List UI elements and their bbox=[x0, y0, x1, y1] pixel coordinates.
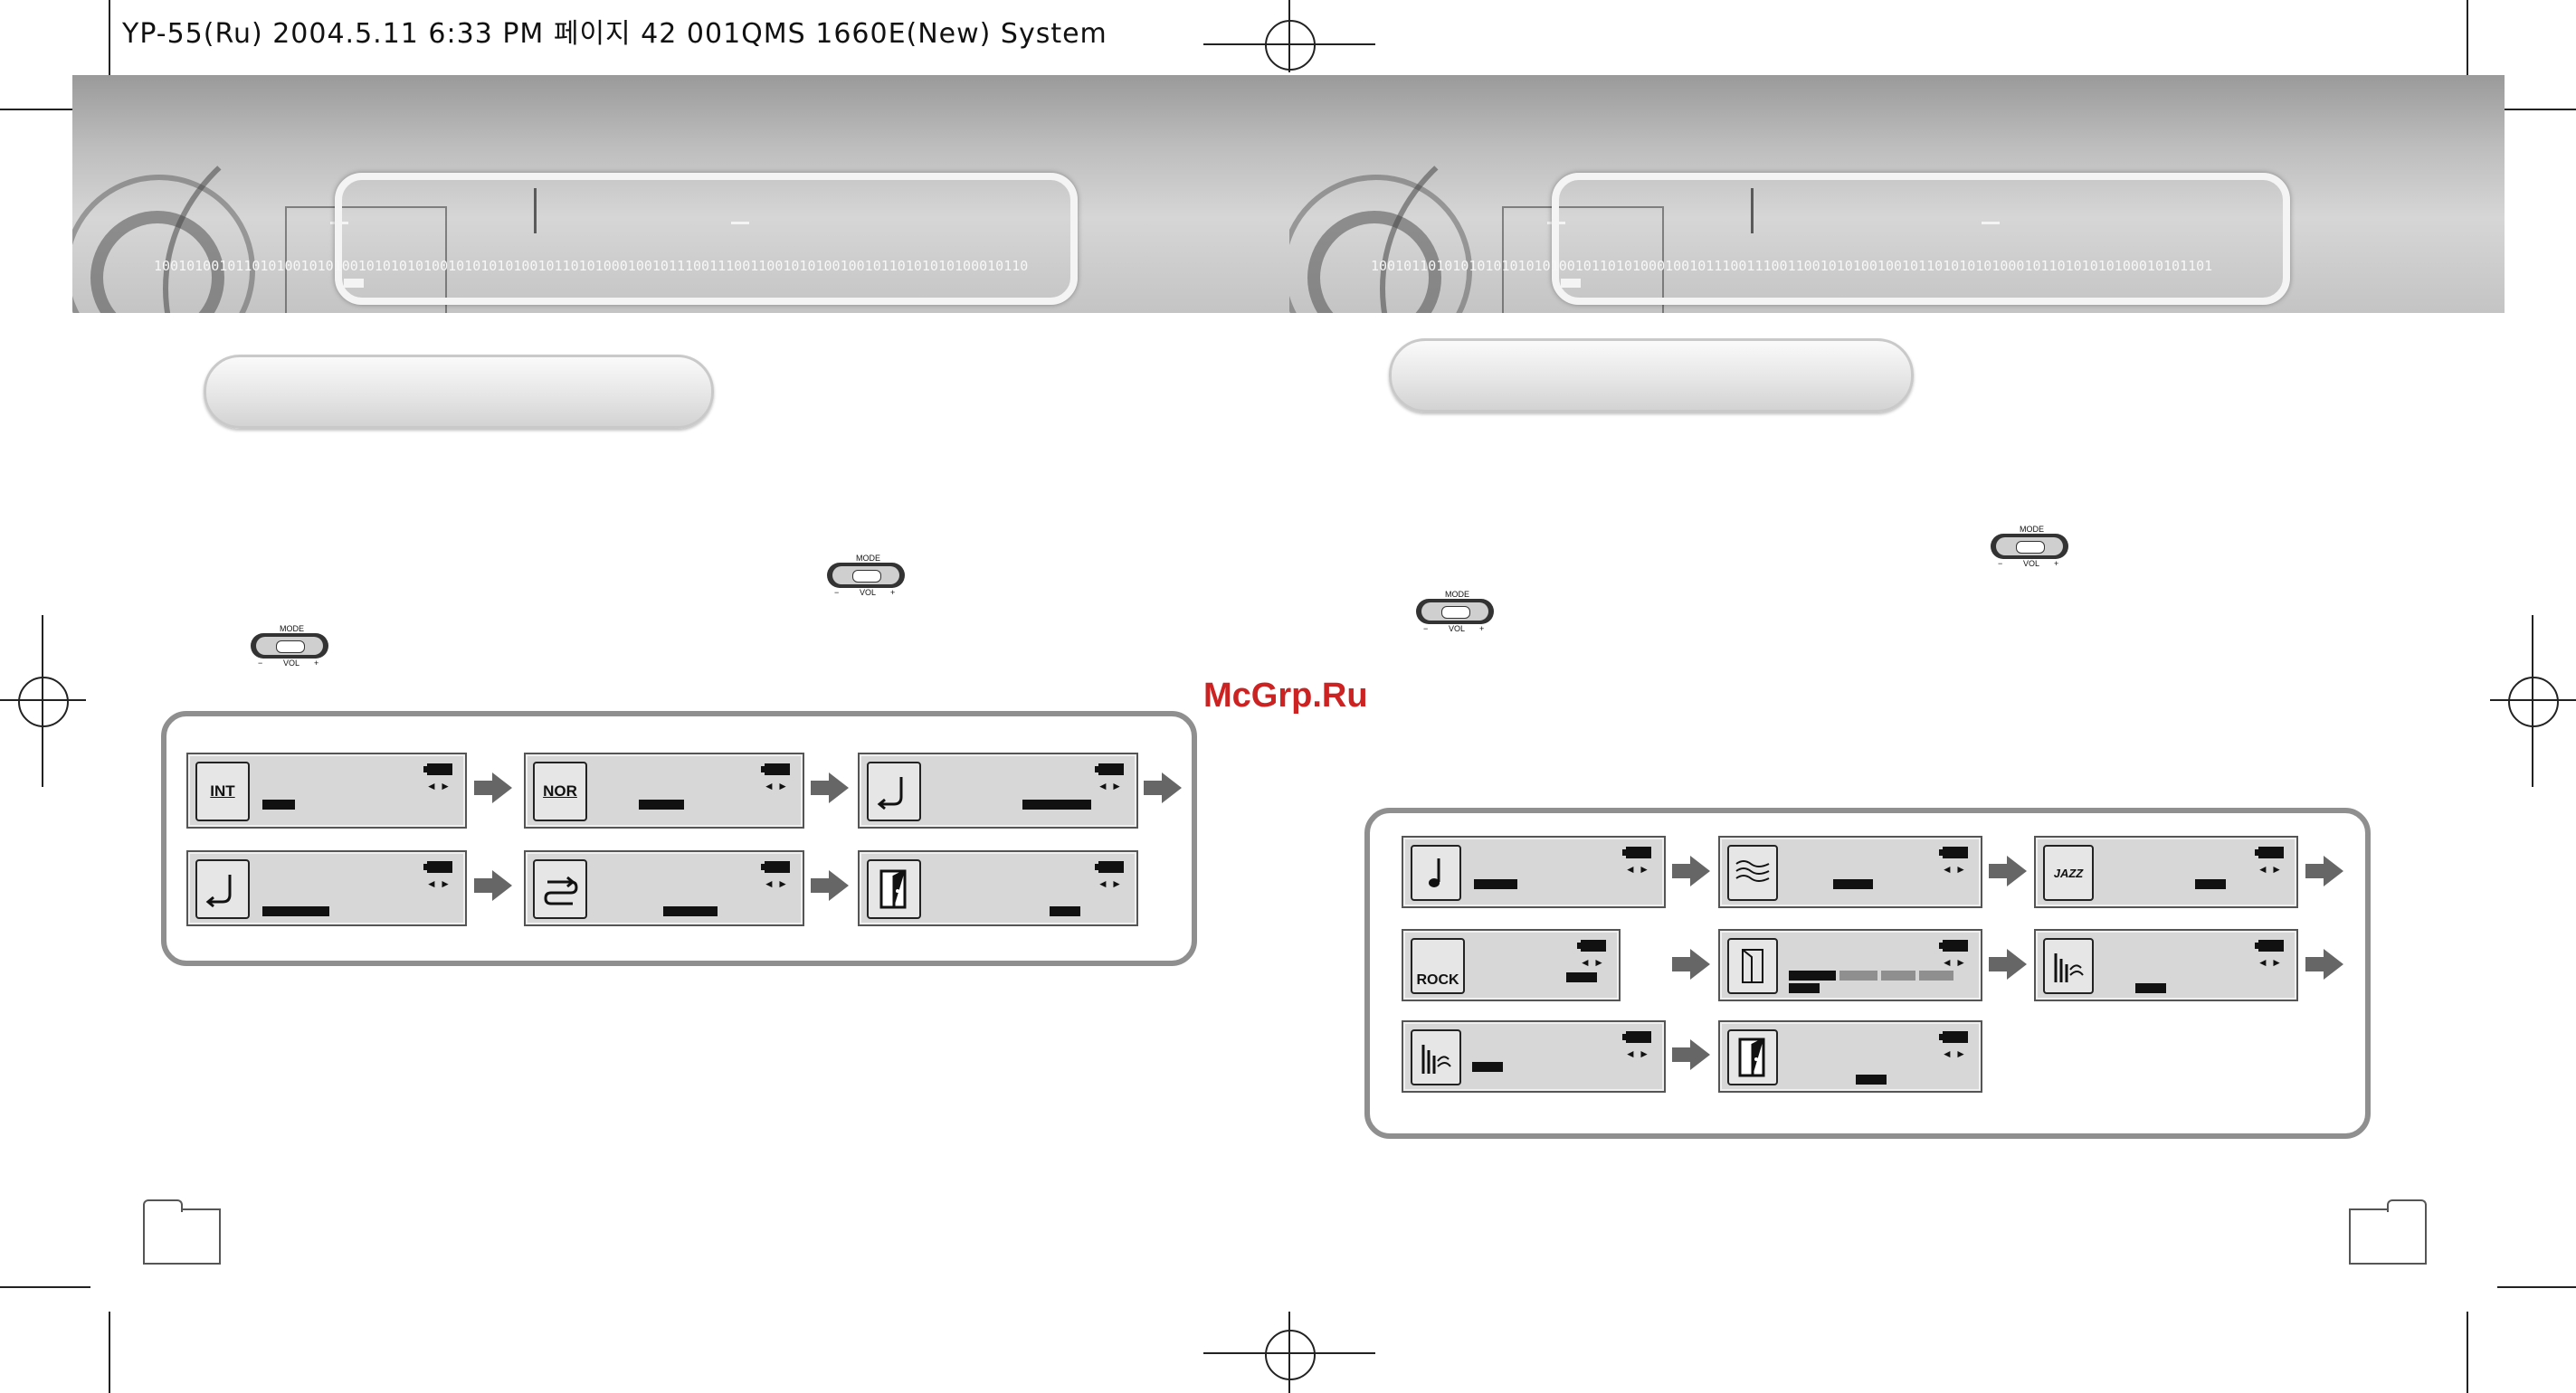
next-arrow-icon bbox=[1672, 949, 1710, 980]
battery-icon bbox=[1095, 861, 1124, 873]
repeat-one-icon bbox=[867, 762, 921, 821]
left-right-arrows-icon: ◄ ► bbox=[1624, 1047, 1649, 1060]
user-eq-icon bbox=[1727, 938, 1778, 994]
left-right-arrows-icon: ◄ ► bbox=[1624, 863, 1649, 876]
watermark-text: McGrp.Ru bbox=[1203, 677, 1368, 715]
nor-icon: NOR bbox=[533, 762, 587, 821]
left-right-arrows-icon: ◄ ► bbox=[1579, 956, 1604, 969]
lcd-screen-classic: ◄ ► bbox=[1718, 836, 1982, 908]
exit-door-icon bbox=[867, 859, 921, 919]
battery-icon bbox=[1095, 763, 1124, 775]
classic-icon bbox=[1727, 845, 1778, 901]
exit-door-icon bbox=[1727, 1029, 1778, 1085]
binary-strip: 1001011010101010101010100101101010001001… bbox=[1371, 258, 2213, 274]
binary-strip: 1001010010110101001010100101010101001010… bbox=[154, 258, 1029, 274]
section-title-pill-left bbox=[204, 355, 714, 429]
next-arrow-icon bbox=[811, 772, 849, 803]
3d-icon bbox=[1411, 1029, 1461, 1085]
battery-icon bbox=[423, 861, 452, 873]
lcd-screen-normal: ◄ ► bbox=[1402, 836, 1666, 908]
next-arrow-icon bbox=[1989, 856, 2027, 886]
next-arrow-icon bbox=[2305, 856, 2343, 886]
lcd-screen-exit: ◄ ► bbox=[1718, 1020, 1982, 1093]
shuffle-icon bbox=[533, 859, 587, 919]
next-arrow-icon bbox=[1144, 772, 1182, 803]
repeat-all-icon bbox=[195, 859, 250, 919]
lcd-screen-exit: ◄ ► bbox=[858, 850, 1138, 926]
lcd-screen-bass: ◄ ► bbox=[2034, 929, 2298, 1001]
rock-icon: ROCK bbox=[1411, 938, 1465, 994]
lcd-screen-rock: ROCK ◄ ► bbox=[1402, 929, 1621, 1001]
left-right-arrows-icon: ◄ ► bbox=[1941, 863, 1966, 876]
next-arrow-icon bbox=[1672, 856, 1710, 886]
next-arrow-icon bbox=[474, 772, 512, 803]
left-right-arrows-icon: ◄ ► bbox=[1941, 956, 1966, 969]
section-title-pill-right bbox=[1389, 338, 1914, 412]
bass-icon bbox=[2043, 938, 2094, 994]
lcd-screen-shuffle: ◄ ► bbox=[524, 850, 804, 926]
next-arrow-icon bbox=[474, 870, 512, 901]
lcd-screen-repeat-one: ◄ ► bbox=[858, 753, 1138, 829]
note-icon bbox=[1411, 845, 1461, 901]
eq-mode-panel: ◄ ► ◄ ► JAZZ ◄ ► ROCK ◄ ► bbox=[1364, 808, 2371, 1139]
mode-vol-button-icon: MODE − VOL + bbox=[251, 624, 332, 668]
battery-icon bbox=[1939, 847, 1968, 858]
next-arrow-icon bbox=[2305, 949, 2343, 980]
left-right-arrows-icon: ◄ ► bbox=[1097, 877, 1122, 890]
lcd-screen-nor: NOR ◄ ► bbox=[524, 753, 804, 829]
next-arrow-icon bbox=[1672, 1039, 1710, 1070]
print-slug-line: YP-55(Ru) 2004.5.11 6:33 PM 페이지 42 001QM… bbox=[122, 18, 1107, 50]
left-right-arrows-icon: ◄ ► bbox=[2257, 863, 2282, 876]
jazz-icon: JAZZ bbox=[2043, 845, 2094, 901]
lcd-screen-repeat-all: ◄ ► bbox=[186, 850, 467, 926]
lcd-screen-int: INT ◄ ► bbox=[186, 753, 467, 829]
left-right-arrows-icon: ◄ ► bbox=[1941, 1047, 1966, 1060]
battery-icon bbox=[1939, 1031, 1968, 1043]
battery-icon bbox=[761, 861, 790, 873]
header-banner-right: 1001011010101010101010100101101010001001… bbox=[1289, 75, 2505, 313]
next-arrow-icon bbox=[1989, 949, 2027, 980]
battery-icon bbox=[1622, 1031, 1651, 1043]
left-right-arrows-icon: ◄ ► bbox=[763, 877, 788, 890]
mode-vol-button-icon: MODE − VOL + bbox=[1991, 525, 2072, 568]
mode-vol-button-icon: MODE − VOL + bbox=[1416, 590, 1497, 633]
int-icon: INT bbox=[195, 762, 250, 821]
page-number-tab-right bbox=[2349, 1199, 2427, 1265]
left-right-arrows-icon: ◄ ► bbox=[763, 780, 788, 792]
mode-vol-button-icon: MODE − VOL + bbox=[827, 554, 908, 597]
header-banner-left: 1001010010110101001010100101010101001010… bbox=[72, 75, 1289, 313]
left-right-arrows-icon: ◄ ► bbox=[2257, 956, 2282, 969]
lcd-screen-jazz: JAZZ ◄ ► bbox=[2034, 836, 2298, 908]
battery-icon bbox=[2255, 847, 2284, 858]
next-arrow-icon bbox=[811, 870, 849, 901]
battery-icon bbox=[1939, 940, 1968, 952]
lcd-screen-3d: ◄ ► bbox=[1402, 1020, 1666, 1093]
left-right-arrows-icon: ◄ ► bbox=[1097, 780, 1122, 792]
left-right-arrows-icon: ◄ ► bbox=[425, 877, 451, 890]
play-mode-panel: INT ◄ ► NOR ◄ ► ◄ ► ◄ ► ◄ ► bbox=[161, 711, 1197, 966]
battery-icon bbox=[423, 763, 452, 775]
battery-icon bbox=[1577, 940, 1606, 952]
left-right-arrows-icon: ◄ ► bbox=[425, 780, 451, 792]
lcd-screen-user-eq: ◄ ► bbox=[1718, 929, 1982, 1001]
page-number-tab-left bbox=[143, 1199, 221, 1265]
battery-icon bbox=[2255, 940, 2284, 952]
battery-icon bbox=[1622, 847, 1651, 858]
battery-icon bbox=[761, 763, 790, 775]
